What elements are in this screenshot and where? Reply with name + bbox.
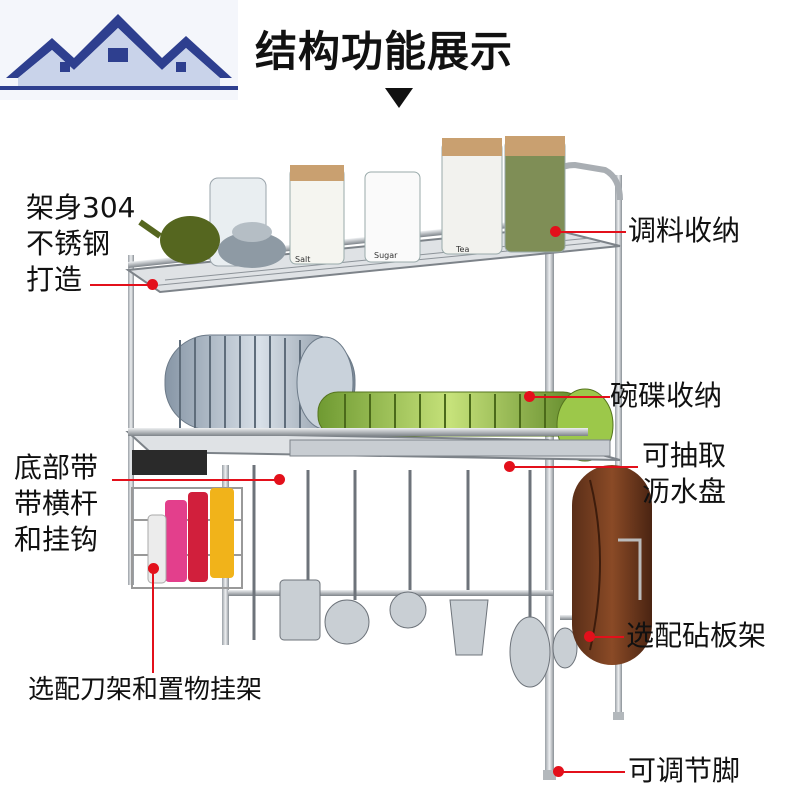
jar-label-tea: Tea xyxy=(455,245,469,254)
callout-dot xyxy=(274,474,285,485)
callout-text: 带横杆 xyxy=(14,487,99,520)
callout-dot xyxy=(584,631,595,642)
callout-dot xyxy=(147,279,158,290)
callout-text: 架身304 xyxy=(26,191,136,224)
callout-leader-line xyxy=(590,636,624,638)
callout-leader-line xyxy=(152,569,154,673)
callout-leader-line xyxy=(556,231,626,233)
callout-text: 不锈钢 xyxy=(26,227,111,260)
callout-dot xyxy=(550,226,561,237)
callout-dot xyxy=(524,391,535,402)
callout-drain-tray: 可抽取 沥水盘 xyxy=(642,438,726,510)
callout-frame-material: 架身304 不锈钢 打造 xyxy=(26,190,135,298)
callout-spice-storage: 调料收纳 xyxy=(628,214,741,247)
callout-text: 打造 xyxy=(26,263,83,296)
callout-text: 和挂钩 xyxy=(14,523,99,556)
jar-label-salt: Salt xyxy=(295,255,310,264)
callout-dot xyxy=(504,461,515,472)
callout-adjustable-feet: 可调节脚 xyxy=(628,754,741,787)
jar-label-sugar: Sugar xyxy=(374,251,398,260)
callout-text: 可抽取 xyxy=(642,439,727,472)
callout-bowl-dish-storage: 碗碟收纳 xyxy=(610,379,723,412)
callout-leader-line xyxy=(530,396,610,398)
callout-knife-rack: 选配刀架和置物挂架 xyxy=(28,675,263,705)
callout-leader-line xyxy=(559,771,625,773)
callout-leader-line xyxy=(90,284,152,286)
callout-leader-line xyxy=(112,479,277,481)
callout-cutting-board-rack: 选配砧板架 xyxy=(626,619,767,652)
down-arrow-icon xyxy=(385,88,413,108)
page-title: 结构功能展示 xyxy=(255,27,514,76)
house-logo-icon xyxy=(0,0,238,100)
callout-text: 沥水盘 xyxy=(642,475,727,508)
callout-dot xyxy=(148,563,159,574)
callout-leader-line xyxy=(510,466,638,468)
callout-text: 底部带 xyxy=(14,451,99,484)
callout-bottom-bar-hooks: 底部带 带横杆 和挂钩 xyxy=(14,450,98,558)
callout-dot xyxy=(553,766,564,777)
